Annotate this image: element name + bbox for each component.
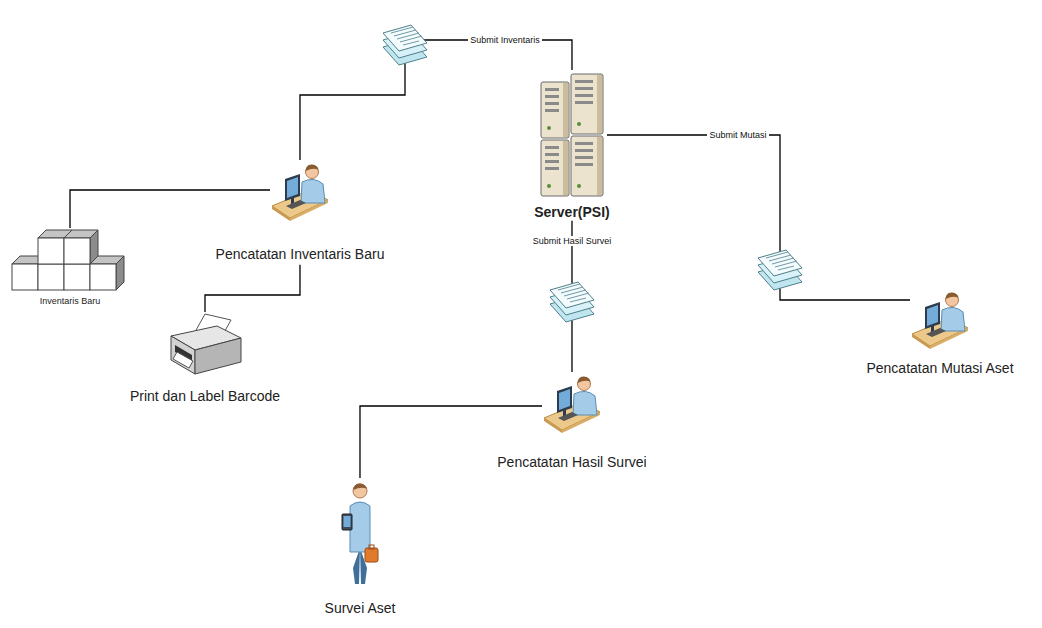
connector-line	[607, 135, 910, 300]
connector-line	[70, 190, 270, 228]
edge-label: Submit Inventaris	[468, 35, 542, 46]
node-label: Survei Aset	[325, 600, 396, 617]
document-stack	[758, 250, 802, 290]
node-label: Inventaris Baru	[40, 296, 101, 307]
inventory-node: Inventaris Baru	[10, 228, 130, 307]
node-label: Pencatatan Hasil Survei	[497, 454, 646, 471]
document-stack	[383, 25, 427, 65]
workstation-node: Pencatatan Hasil Survei	[497, 372, 646, 471]
printer-icon	[165, 312, 245, 378]
printer-node: Print dan Label Barcode	[130, 312, 280, 405]
workstation-node: Pencatatan Inventaris Baru	[216, 160, 385, 263]
standing-icon	[340, 478, 380, 588]
user-icon	[542, 372, 602, 434]
node-label: Pencatatan Mutasi Aset	[866, 360, 1013, 377]
document-stack	[550, 282, 594, 322]
edge-label: Submit Hasil Survei	[531, 236, 614, 247]
surveyor-node: Survei Aset	[325, 478, 396, 617]
workstation-node: Pencatatan Mutasi Aset	[866, 288, 1013, 377]
node-label: Print dan Label Barcode	[130, 388, 280, 405]
user-icon	[270, 160, 330, 222]
connector-line	[300, 40, 572, 160]
edge-label: Submit Mutasi	[707, 130, 768, 141]
node-label: Server(PSI)	[534, 204, 609, 221]
connector-line	[205, 265, 300, 312]
boxes-icon	[10, 228, 130, 292]
node-label: Pencatatan Inventaris Baru	[216, 246, 385, 263]
server-icon	[537, 70, 607, 200]
server-node: Server(PSI)	[534, 70, 609, 221]
user-icon	[910, 288, 970, 350]
